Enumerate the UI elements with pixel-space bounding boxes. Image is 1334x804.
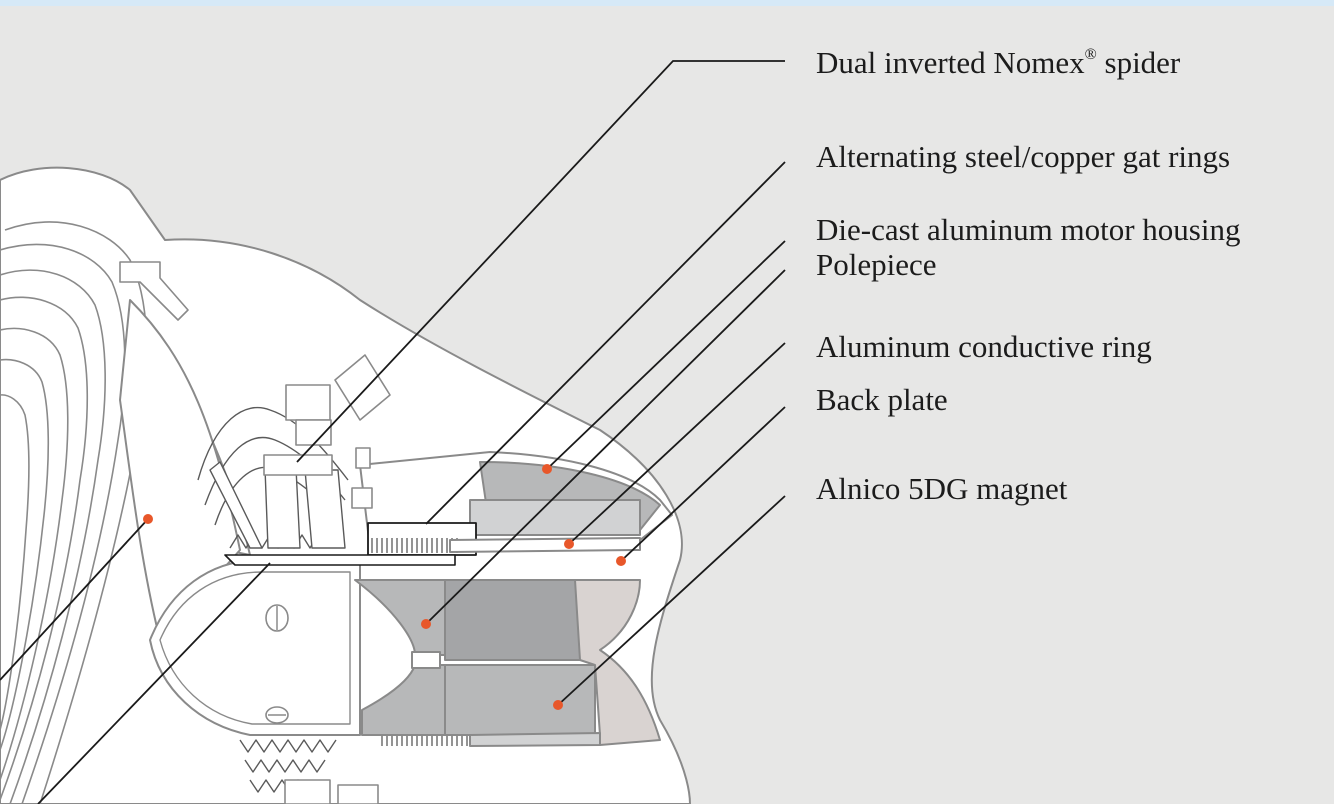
spider-mount-blocks bbox=[119, 261, 391, 509]
marker-polepiece bbox=[421, 619, 431, 629]
callout-gap-rings: Alternating steel/copper gat rings bbox=[816, 139, 1231, 174]
cone-rings bbox=[0, 221, 148, 804]
spider-left-column bbox=[209, 461, 263, 549]
marker-back-plate bbox=[616, 556, 626, 566]
marker-magnet bbox=[553, 700, 563, 710]
callout-spider-suffix: spider bbox=[1096, 45, 1181, 80]
speaker-illustration bbox=[0, 166, 691, 804]
magnet-block bbox=[444, 579, 581, 661]
marker-conductive-ring bbox=[564, 539, 574, 549]
leader-lines bbox=[0, 60, 786, 804]
top-band bbox=[0, 0, 1334, 6]
leader-motor-housing bbox=[546, 240, 786, 470]
callout-markers bbox=[143, 464, 626, 710]
callout-conductive-ring: Aluminum conductive ring bbox=[816, 329, 1152, 364]
magnet-lower bbox=[444, 664, 596, 736]
back-plate-shape bbox=[574, 579, 661, 746]
callout-spider-text: Dual inverted Nomex bbox=[816, 45, 1085, 80]
gap-rings-comb bbox=[371, 538, 458, 553]
leader-dust-cap bbox=[37, 562, 271, 804]
motor-housing-cap bbox=[469, 499, 641, 536]
leader-cone bbox=[0, 518, 149, 681]
conductive-ring-band-lower bbox=[469, 732, 601, 747]
leader-polepiece bbox=[425, 269, 786, 625]
marker-motor-housing bbox=[542, 464, 552, 474]
conductive-ring-band bbox=[449, 537, 641, 553]
leader-conductive-ring bbox=[568, 342, 786, 545]
leader-magnet bbox=[557, 495, 786, 706]
leader-spider bbox=[296, 60, 785, 463]
polepiece-neck bbox=[411, 651, 441, 669]
callout-polepiece: Polepiece bbox=[816, 247, 937, 282]
spider-mid-column bbox=[264, 467, 301, 549]
callout-magnet: Alnico 5DG magnet bbox=[816, 471, 1068, 506]
dust-cap bbox=[149, 559, 361, 736]
polepiece-lower bbox=[361, 664, 451, 736]
registered-mark: ® bbox=[1084, 46, 1097, 63]
voice-coil-former bbox=[224, 554, 456, 566]
spider-right-column bbox=[304, 469, 346, 549]
leader-back-plate bbox=[620, 406, 786, 562]
marker-cone bbox=[143, 514, 153, 524]
leader-gap-rings bbox=[425, 161, 786, 525]
bottom-lugs bbox=[284, 779, 379, 804]
callout-spider: Dual inverted Nomex® spider bbox=[816, 46, 1180, 80]
callout-back-plate: Back plate bbox=[816, 382, 948, 417]
callout-motor-housing: Die-cast aluminum motor housing bbox=[816, 212, 1241, 247]
